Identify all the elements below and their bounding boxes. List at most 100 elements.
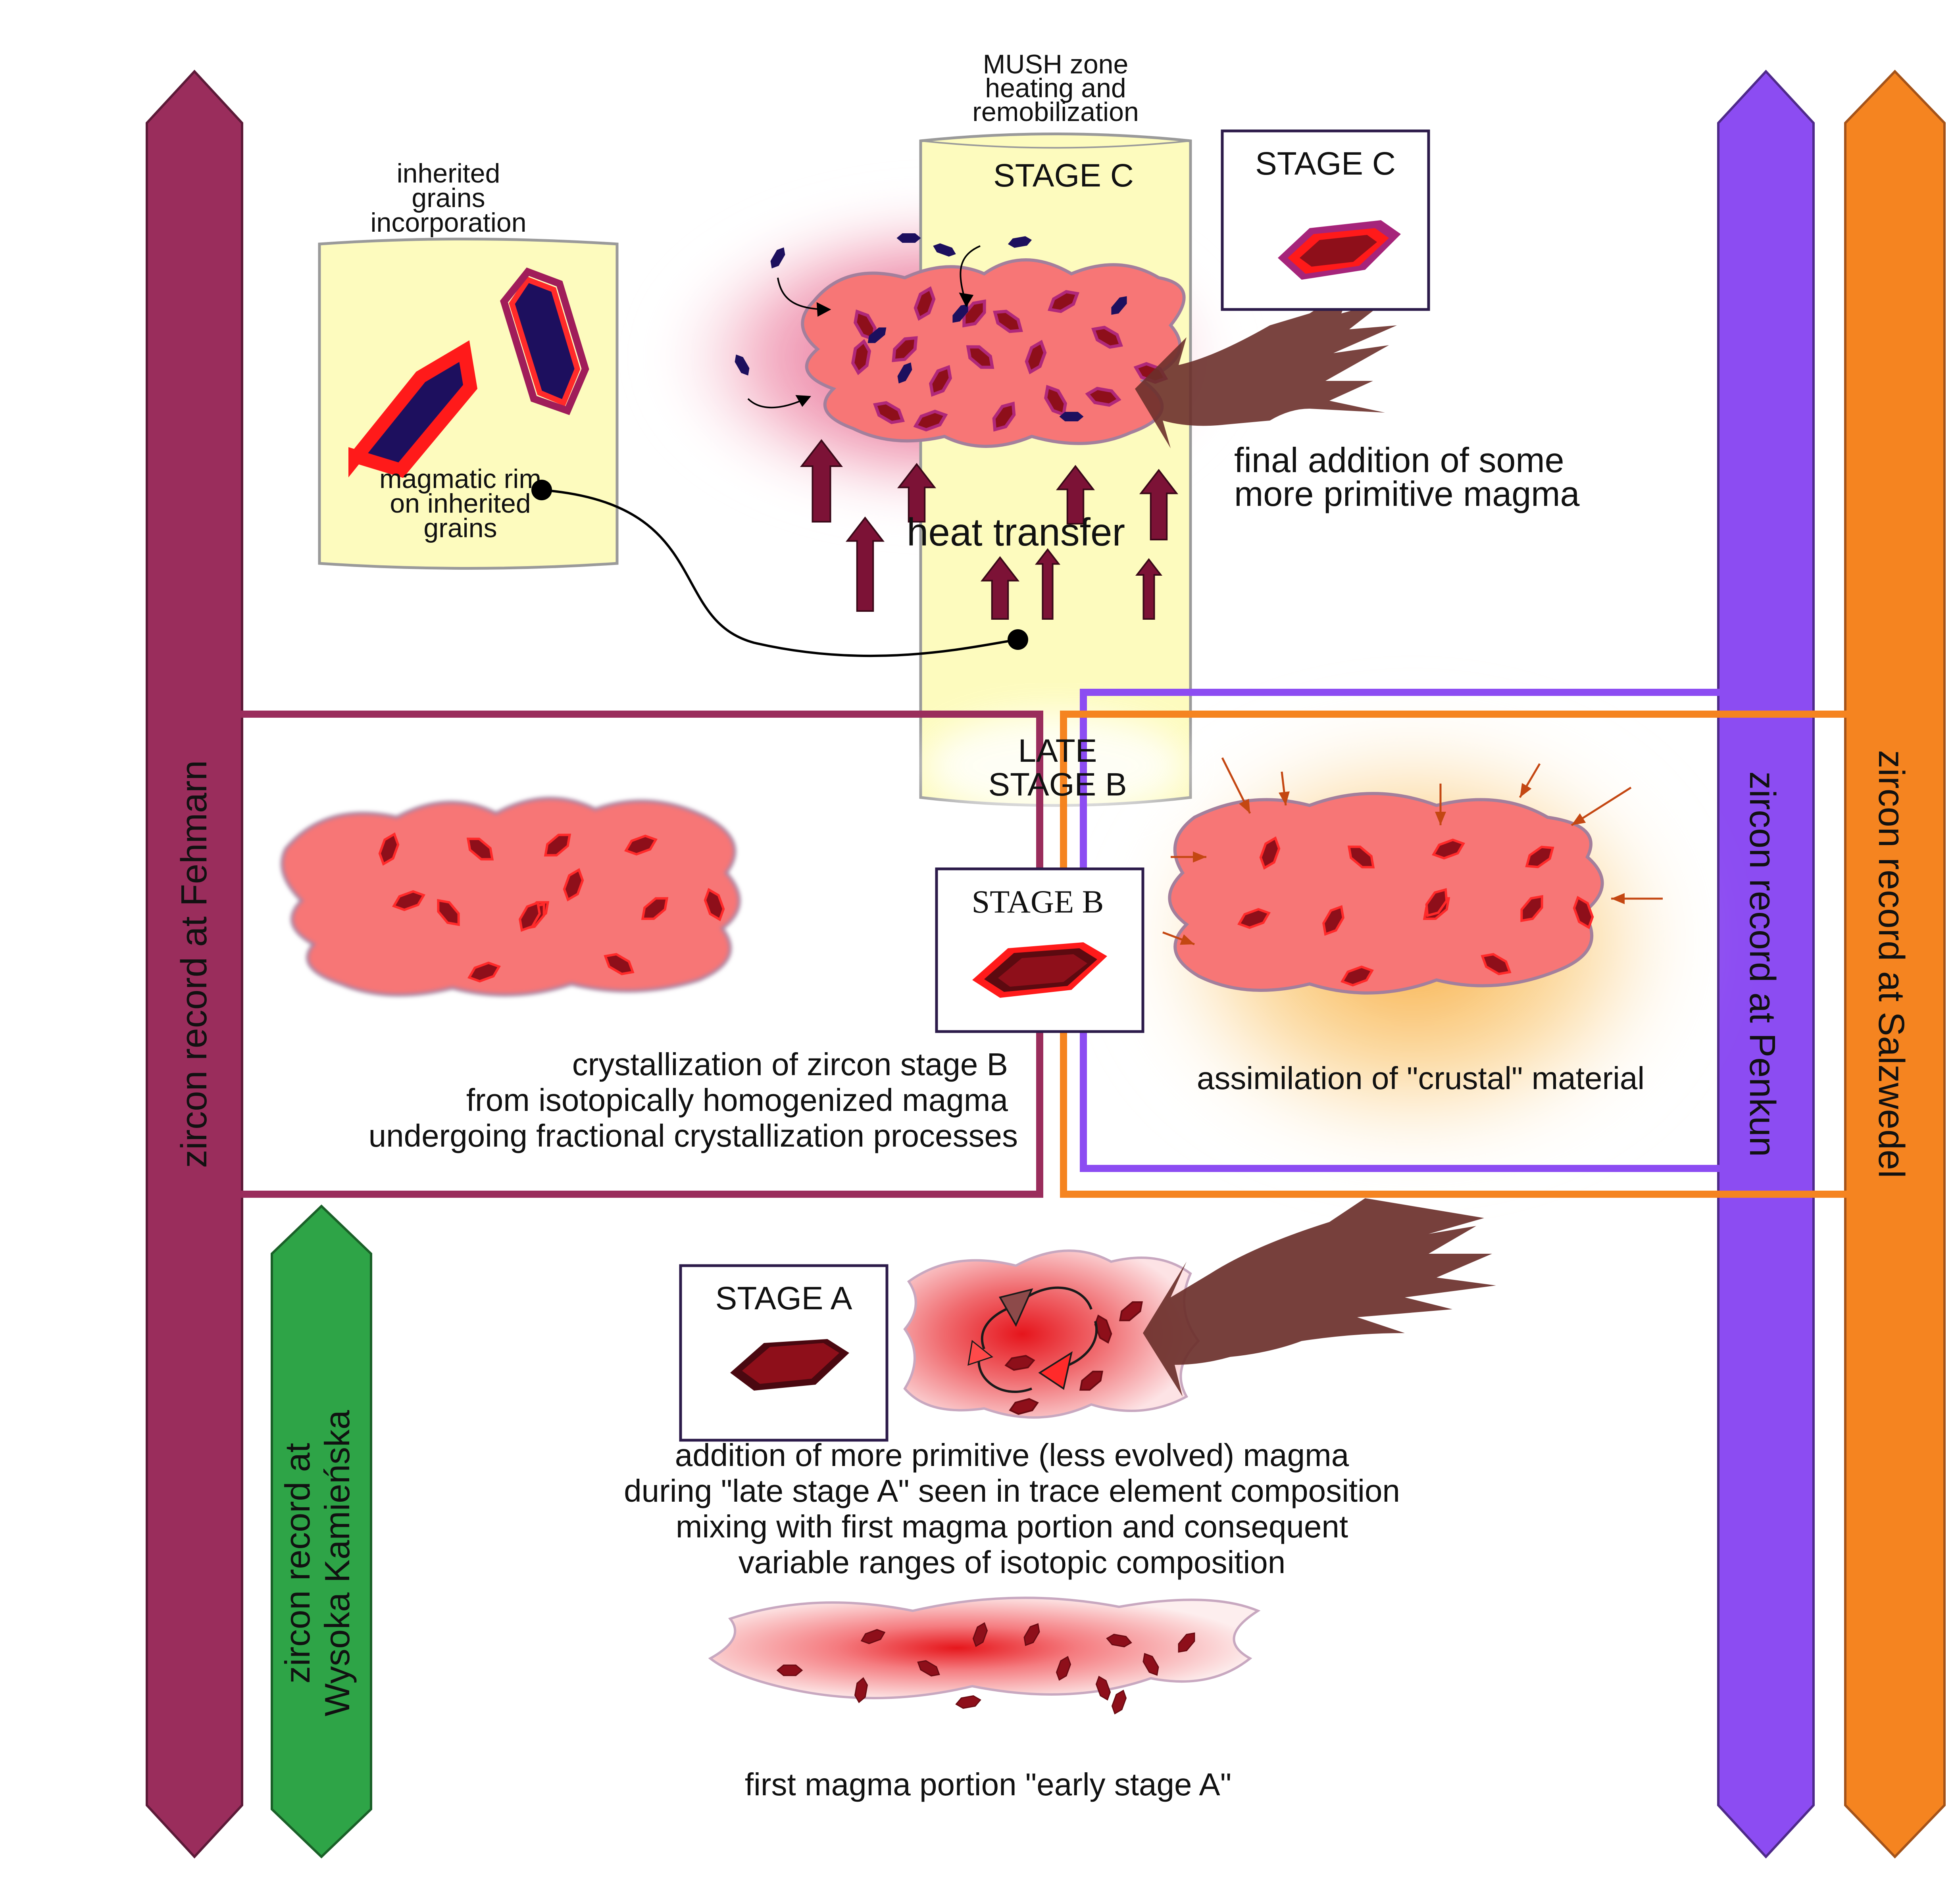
stage-c-box: STAGE C [1221,129,1430,311]
inherited-grains-cylinder: inherited grains incorporation magmatic … [318,158,619,570]
zircon-crystal [1025,340,1047,375]
salzwedel-band-label: zircon record at Salzwedel [1871,750,1912,1178]
rim-connector [531,480,1028,657]
inherited-grain-large [348,340,478,478]
mixing-cycle-arrows [967,1286,1098,1393]
zircon-crystal [604,953,635,975]
incorporation-arrows [747,245,981,409]
first-portion-label: first magma portion "early stage A" [745,1767,1231,1802]
stage-c-box-label: STAGE C [1255,146,1396,182]
crustal-arrow-head [1180,934,1194,945]
zircon-crystal [1322,905,1344,936]
stage-a-box: STAGE A [679,1264,889,1442]
heat-arrow [897,463,937,523]
primitive-magma-input-c [1135,286,1397,448]
penkun-record-band: zircon record at Penkun [1717,69,1815,1859]
late-stage-b-label-line2: STAGE B [988,767,1127,803]
zircon-crystal [972,1622,988,1647]
zircon-crystal [1178,1632,1195,1653]
mush-zone-title-line2: heating and [985,73,1126,103]
wysoka-band-label-line1: zircon record at [278,1443,317,1683]
stage-c-crystals [851,286,1168,432]
zircon-crystal [1119,1301,1143,1322]
addition-a-line2: during "late stage A" seen in trace elem… [624,1473,1400,1508]
rim-label-line1: magmatic rim [379,464,541,494]
zircon-crystal [1085,386,1121,407]
crystallization-b-line1: crystallization of zircon stage B [572,1047,1008,1082]
zircon-crystal [467,961,501,983]
inherited-grain-small-rim [500,267,589,415]
penkun-band-label: zircon record at Penkun [1742,771,1783,1157]
fehmarn-band-label: zircon record at Fehmarn [174,760,214,1168]
zircon-crystal [1237,908,1271,929]
early-stage-a-crystals [776,1622,1195,1715]
zircon-crystal [955,1695,981,1709]
primitive-magma-input-a [1143,1198,1496,1397]
zircon-crystal [896,233,921,243]
crustal-arrow-head [1520,783,1532,797]
crystallization-b-line2: from isotopically homogenized magma [466,1082,1008,1118]
stage-a-crystals [1004,1301,1143,1415]
zircon-crystal [1106,1633,1132,1648]
zircon-crystal [914,286,936,321]
zircon-crystal [1340,965,1374,987]
crystallization-b-line3: undergoing fractional crystallization pr… [369,1118,1018,1153]
zircon-crystal [1056,1656,1071,1681]
stage-b-box-label: STAGE B [972,884,1104,920]
crustal-arrow-head [1611,893,1625,904]
crustal-arrow-head [1239,799,1250,813]
addition-a-line1: addition of more primitive (less evolved… [675,1437,1349,1473]
zircon-crystal [770,247,785,269]
inherited-title-line1: inherited [397,158,500,188]
zircon-crystal [641,897,669,920]
heat-arrow [980,556,1020,620]
zircon-crystal [1347,845,1375,868]
zircon-crystal [860,1629,886,1645]
final-addition-line2: more primitive magma [1234,474,1579,513]
crustal-arrow-head [1193,851,1206,863]
zircon-crystal [392,890,426,911]
zircon-crystal [854,1677,868,1703]
zircon-crystal [1481,953,1512,975]
zircon-crystal [1004,1355,1035,1371]
stage-c-inherited-grains [735,233,1127,421]
zircon-crystal [1259,836,1281,870]
zircon-crystal [563,868,584,902]
zircon-crystal [624,834,658,856]
zircon-crystal [1023,1623,1040,1646]
zircon-crystal [1047,290,1080,313]
heat-arrow [800,439,843,523]
rim-label-line2: on inherited [390,488,531,519]
salzwedel-record-band: zircon record at Salzwedel [1844,69,1946,1859]
zircon-crystal [851,339,871,375]
zircon-crystal [867,327,887,343]
stage-b-crystals [378,832,725,983]
stage-a-box-label: STAGE A [715,1280,852,1316]
zircon-crystal [929,365,952,397]
zircon-crystal [378,832,400,866]
stage-b-magma-body [281,797,741,997]
zircon-crystal [1059,412,1084,421]
heat-transfer-arrows [800,439,1179,620]
inherited-title-line2: grains [412,183,485,213]
assimilation-label: assimilation of "crustal" material [1197,1061,1644,1096]
crustal-arrow-head [1435,812,1446,825]
zircon-crystal [933,243,956,257]
zircon-crystal [519,901,541,932]
assimilation-crystals [1237,836,1594,987]
fehmarn-record-band: zircon record at Fehmarn [146,69,243,1859]
addition-a-line4: variable ranges of isotopic composition [739,1545,1286,1580]
addition-a-line3: mixing with first magma portion and cons… [676,1509,1348,1544]
heat-arrow [1035,548,1061,620]
zircon-crystal [1111,296,1127,315]
final-addition-line1: final addition of some [1234,440,1564,480]
zircon-crystal [873,401,905,424]
zircon-crystal [1573,895,1594,930]
zircon-crystal [1525,845,1554,868]
zircon-crystal [1520,895,1543,922]
rim-label-line3: grains [423,513,497,543]
zircon-crystal [466,838,494,861]
crustal-arrow-head [1279,791,1290,805]
